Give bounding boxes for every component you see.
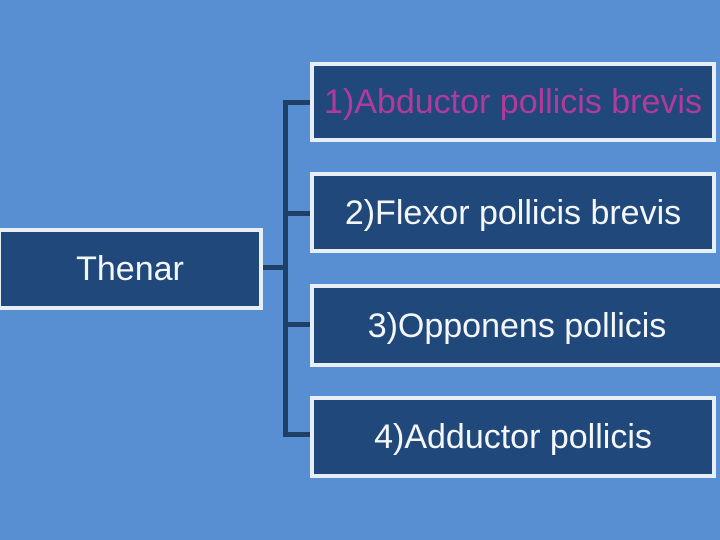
node-abductor-pollicis-brevis: 1)Abductor pollicis brevis [310, 62, 716, 142]
connector-branch-1 [285, 100, 312, 105]
node-thenar-label: Thenar [76, 250, 184, 288]
node-opponens-pollicis-label: 3)Opponens pollicis [367, 306, 667, 345]
node-opponens-pollicis: 3)Opponens pollicis [310, 284, 720, 367]
node-adductor-pollicis-label: 4)Adductor pollicis [374, 418, 652, 456]
node-adductor-pollicis: 4)Adductor pollicis [310, 396, 716, 478]
connector-branch-3 [285, 322, 312, 327]
node-flexor-pollicis-brevis: 2)Flexor pollicis brevis [310, 172, 716, 253]
connector-branch-4 [285, 432, 312, 437]
node-abductor-pollicis-brevis-label: 1)Abductor pollicis brevis [324, 83, 702, 121]
connector-trunk [283, 100, 288, 437]
connector-root-stub [260, 265, 286, 270]
connector-branch-2 [285, 211, 312, 216]
node-flexor-pollicis-brevis-label: 2)Flexor pollicis brevis [344, 193, 682, 232]
node-thenar: Thenar [0, 228, 263, 310]
